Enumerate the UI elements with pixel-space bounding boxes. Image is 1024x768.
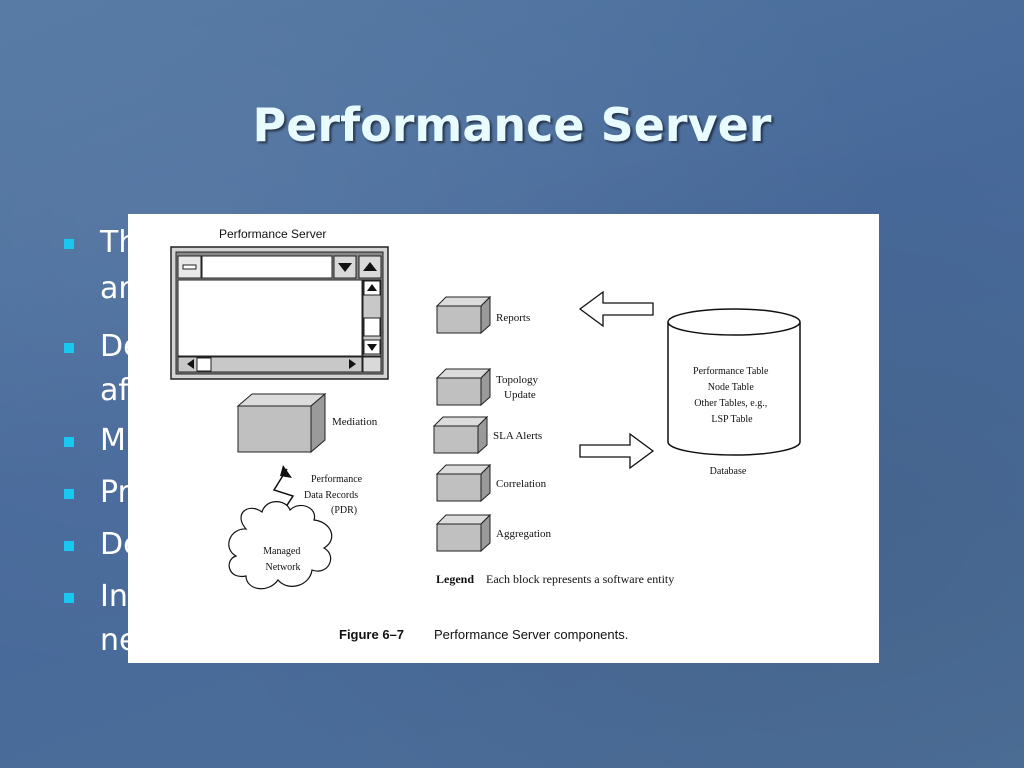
mediation-block <box>236 392 327 454</box>
component-label-correlation: Correlation <box>496 478 547 490</box>
bullet-text-line: af <box>100 373 129 408</box>
square-bullet-icon <box>64 593 74 603</box>
mediation-label: Mediation <box>332 416 378 428</box>
square-bullet-icon <box>64 437 74 447</box>
scroll-up-icon <box>367 284 377 291</box>
bullet-text-line: Pr <box>100 475 130 510</box>
legend-text: Each block represents a software entity <box>486 572 674 586</box>
menu-dash-icon <box>182 264 197 270</box>
figure-panel: Performance Server <box>128 214 879 663</box>
scroll-down-icon <box>367 344 377 351</box>
component-block-correlation <box>435 463 492 503</box>
database-table-list: Performance Table Node Table Other Table… <box>693 366 771 425</box>
window-content-area <box>177 279 363 357</box>
outline-arrow-left-icon <box>578 290 654 328</box>
bullet-text-line: In <box>100 579 128 614</box>
horizontal-scroll-thumb[interactable] <box>196 357 212 372</box>
square-bullet-icon <box>64 541 74 551</box>
horizontal-scrollbar[interactable] <box>177 356 363 373</box>
database-cylinder-icon <box>667 308 801 456</box>
square-bullet-icon <box>64 239 74 249</box>
square-bullet-icon <box>64 343 74 353</box>
scroll-left-icon <box>187 359 194 369</box>
slide-title: Performance Server <box>252 98 772 152</box>
component-label-topology-update: Topology Update <box>496 374 541 401</box>
resize-corner[interactable] <box>362 356 382 373</box>
component-label-reports: Reports <box>496 312 530 324</box>
square-bullet-icon <box>64 489 74 499</box>
pdr-label: Performance Data Records (PDR) <box>304 474 365 516</box>
figure-caption-text: Performance Server components. <box>434 627 628 642</box>
dropdown-arrow-icon <box>338 263 352 272</box>
bullet-text-line: M <box>100 423 126 458</box>
component-label-aggregation: Aggregation <box>496 528 551 540</box>
figure-caption-number: Figure 6–7 <box>339 627 404 642</box>
scroll-right-icon <box>349 359 356 369</box>
component-label-sla-alerts: SLA Alerts <box>493 430 542 442</box>
bullet-text-line: ar <box>100 271 131 306</box>
component-block-sla-alerts <box>432 415 489 455</box>
outline-arrow-right-icon <box>579 432 655 470</box>
managed-network-cloud-icon <box>228 501 333 590</box>
managed-network-label: Managed Network <box>263 546 303 573</box>
performance-server-diagram: Performance Server <box>170 227 801 642</box>
component-block-reports <box>435 295 492 335</box>
vertical-scroll-thumb[interactable] <box>363 317 381 337</box>
legend-word: Legend <box>436 572 474 586</box>
pdr-arrow-head-icon <box>280 465 292 478</box>
component-block-aggregation <box>435 513 492 553</box>
window-title: Performance Server <box>219 227 326 241</box>
database-label: Database <box>710 466 747 477</box>
maximize-arrow-icon <box>363 262 377 271</box>
window-mockup <box>170 246 389 380</box>
window-title-field <box>201 255 333 279</box>
component-block-topology-update <box>435 367 492 407</box>
